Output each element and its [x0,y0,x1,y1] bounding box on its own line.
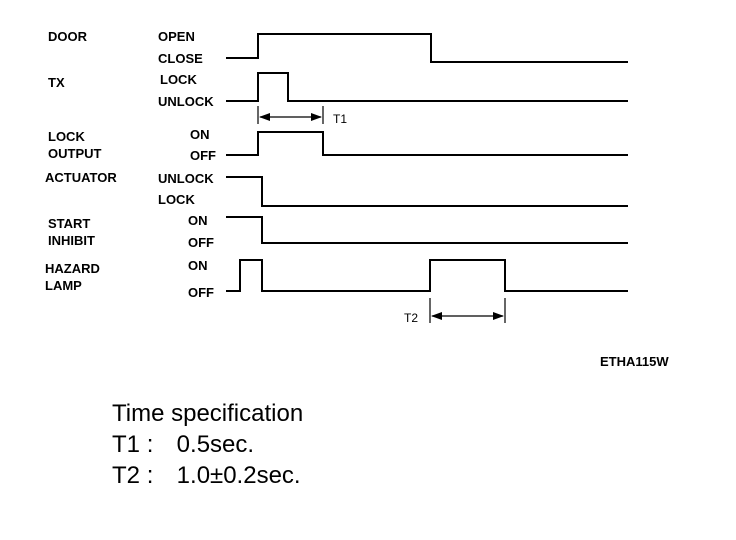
signal-name-door: DOOR [48,29,88,44]
spec-heading: Time specification [112,400,304,427]
signal-name-hazard-lamp-line2: LAMP [45,278,82,293]
t2-arrow-left [431,312,442,320]
spec-row-t2: T2 : 1.0±0.2sec. [112,460,303,491]
state-label-start-inhibit-on: ON [188,213,208,228]
t1-arrow-right [311,113,322,121]
state-label-tx-unlock: UNLOCK [158,94,214,109]
state-label-lock-output-off: OFF [190,148,216,163]
state-label-door-open: OPEN [158,29,195,44]
time-specification: Time specification T1 : 0.5sec. T2 : 1.0… [112,398,303,491]
spec-row-t1: T1 : 0.5sec. [112,429,303,460]
t2-label: T2 [404,311,418,325]
t1-arrow-left [259,113,270,121]
spec-sep-t1: : [146,431,154,458]
waveform-actuator [226,176,628,207]
signal-name-start-inhibit-line1: START [48,216,90,231]
state-label-lock-output-on: ON [190,127,210,142]
waveform-lock-output [226,131,628,156]
waveform-tx [226,72,628,102]
state-label-hazard-lamp-on: ON [188,258,208,273]
signal-name-lock-output-line2: OUTPUT [48,146,102,161]
signal-name-hazard-lamp-line1: HAZARD [45,261,100,276]
waveform-start-inhibit [226,216,628,244]
spec-key-t2-text: T2 [112,462,141,489]
figure-code: ETHA115W [600,354,669,369]
spec-sep-t2: : [146,462,154,489]
state-label-door-close: CLOSE [158,51,203,66]
state-label-actuator-lock: LOCK [158,192,195,207]
spec-value-t2: 1.0±0.2sec. [176,462,301,489]
spec-key-t2: T2 : [112,460,170,491]
waveform-hazard-lamp [226,259,628,292]
state-label-hazard-lamp-off: OFF [188,285,214,300]
spec-key-t1-text: T1 [112,431,141,458]
signal-name-lock-output-line1: LOCK [48,129,85,144]
spec-value-t1: 0.5sec. [176,431,255,458]
signal-name-start-inhibit-line2: INHIBIT [48,233,95,248]
t2-arrow-right [493,312,504,320]
spec-key-t1: T1 : [112,429,170,460]
t1-label: T1 [333,112,347,126]
waveform-door [226,33,628,63]
signal-name-tx: TX [48,75,65,90]
state-label-actuator-unlock: UNLOCK [158,171,214,186]
signal-name-actuator: ACTUATOR [45,170,117,185]
state-label-tx-lock: LOCK [160,72,197,87]
state-label-start-inhibit-off: OFF [188,235,214,250]
